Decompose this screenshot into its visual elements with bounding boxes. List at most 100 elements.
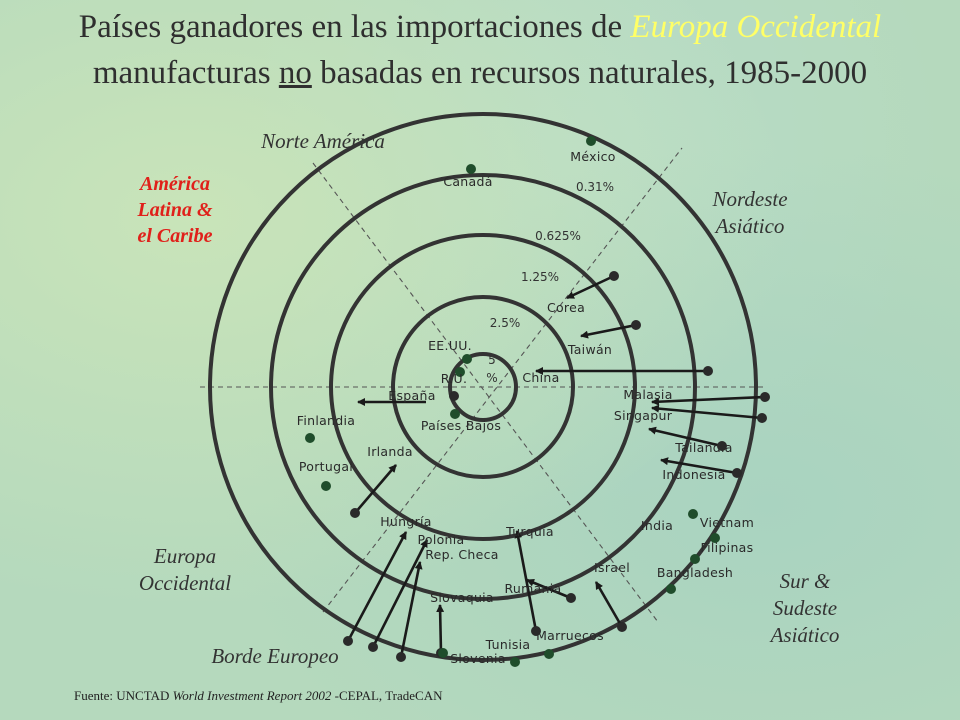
label-slovenia: Slovenia: [450, 651, 506, 666]
arrow-corea: [566, 274, 615, 300]
country-dots: [305, 136, 770, 667]
source-suffix: -CEPAL, TradeCAN: [331, 688, 443, 703]
source-note: Fuente: UNCTAD World Investment Report 2…: [74, 688, 443, 704]
region-borde-europeo: Borde Europeo: [180, 643, 370, 670]
dot-ee-uu: [462, 354, 472, 364]
label-bangladesh: Bangladesh: [657, 565, 733, 580]
region-norte-america-label: Norte América: [261, 129, 385, 153]
label-filipinas: Filipinas: [701, 540, 754, 555]
label-polonia: Polonia: [417, 532, 464, 547]
arrow-polonia: [371, 539, 429, 648]
region-nordeste-line2: Asiático: [715, 214, 785, 238]
label-espana: España: [388, 388, 435, 403]
arrow-rumania: [526, 578, 572, 600]
dot-tailandia: [717, 441, 727, 451]
label-taiwan: Taiwán: [567, 342, 612, 357]
label-mexico: México: [570, 149, 615, 164]
region-america-latina: América Latina & el Caribe: [110, 171, 240, 249]
ring-labels: 5%2.5%1.25%0.625%0.31%: [486, 180, 614, 385]
label-india: India: [641, 518, 673, 533]
dot-vietnam: [710, 533, 720, 543]
ring-5: [208, 112, 758, 662]
arrow-hungria: [346, 531, 408, 642]
label-rumania: Rumania: [504, 581, 561, 596]
ring-label-1-unit: %: [486, 371, 497, 385]
ring-1: [448, 352, 518, 422]
title-line1-prefix: Países ganadores en las importaciones de: [78, 9, 631, 45]
label-paises-bajos: Países Bajos: [421, 418, 501, 433]
dot-canada: [466, 164, 476, 174]
label-marruecos: Marruecos: [536, 628, 604, 643]
region-europa-occidental: Europa Occidental: [110, 543, 260, 597]
dot-indonesia: [732, 468, 742, 478]
label-rep-checa: Rep. Checa: [425, 547, 499, 562]
dot-filipinas: [690, 554, 700, 564]
dot-singapur: [757, 413, 767, 423]
label-malasia: Malasia: [623, 387, 672, 402]
label-indonesia: Indonesia: [662, 467, 725, 482]
ring-label-1-number: 5: [488, 353, 496, 367]
title-line-2: manufacturas no basadas en recursos natu…: [0, 50, 960, 96]
ring-2: [391, 295, 575, 479]
label-ee-uu: EE.UU.: [428, 338, 472, 353]
arrow-singapur: [651, 404, 763, 420]
arrow-taiwan: [580, 323, 637, 339]
arrow-israel: [594, 581, 624, 628]
arrow-slovaquia: [436, 604, 445, 654]
region-america-latina-line1: América: [140, 173, 210, 195]
label-china: China: [522, 370, 559, 385]
dot-turquia: [531, 626, 541, 636]
rings: [208, 112, 758, 662]
label-israel: Israel: [594, 560, 630, 575]
region-europa-line2: Occidental: [138, 571, 232, 595]
dot-hungria: [343, 636, 353, 646]
dot-slovenia: [510, 657, 520, 667]
dot-mexico: [586, 136, 596, 146]
arrow-irlanda: [354, 464, 397, 514]
region-sur-line1: Sur &: [779, 569, 831, 593]
label-singapur: Singapur: [614, 408, 673, 423]
dot-marruecos: [544, 649, 554, 659]
dot-r-u: [455, 367, 465, 377]
region-sur-line2: Sudeste: [772, 596, 838, 620]
arrow-rep-checa: [399, 561, 423, 658]
dot-india: [688, 509, 698, 519]
source-italic: World Investment Report 2002: [172, 688, 332, 703]
title-line2-suffix: basadas en recursos naturales, 1985-2000: [311, 55, 868, 91]
dot-china: [703, 366, 713, 376]
dot-tunisia: [438, 648, 448, 658]
label-corea: Corea: [547, 300, 585, 315]
label-canada: Canadá: [443, 174, 492, 189]
region-borde-europeo-label: Borde Europeo: [211, 644, 339, 668]
arrow-malasia: [651, 395, 766, 406]
chart-title: Países ganadores en las importaciones de…: [0, 4, 960, 96]
label-irlanda: Irlanda: [367, 444, 413, 459]
label-tailandia: Tailandia: [674, 440, 733, 455]
ring-label-4: 0.625%: [535, 229, 581, 243]
label-r-u: R.U.: [441, 371, 468, 386]
region-norte-america: Norte América: [228, 128, 418, 155]
label-finlandia: Finlandia: [297, 413, 356, 428]
dot-malasia: [760, 392, 770, 402]
title-line2-prefix: manufacturas: [92, 55, 279, 91]
dot-espana: [449, 391, 459, 401]
divider-diagonal-nw-se: [312, 162, 659, 623]
dot-finlandia: [305, 433, 315, 443]
dot-corea: [609, 271, 619, 281]
label-tunisia: Tunisia: [485, 637, 531, 652]
label-vietnam: Vietnam: [700, 515, 754, 530]
dot-israel: [617, 622, 627, 632]
label-hungria: Hungría: [380, 514, 432, 529]
region-nordeste-asiatico: Nordeste Asiático: [690, 186, 810, 240]
dot-rep-checa: [396, 652, 406, 662]
ring-label-5: 0.31%: [576, 180, 614, 194]
region-sur-line3: Asiático: [770, 623, 840, 647]
label-slovaquia: Slovaquia: [430, 590, 494, 605]
region-europa-line1: Europa: [153, 544, 217, 568]
ring-3: [329, 233, 637, 541]
region-america-latina-line3: el Caribe: [137, 225, 213, 247]
dot-rumania: [566, 593, 576, 603]
dot-irlanda: [350, 508, 360, 518]
